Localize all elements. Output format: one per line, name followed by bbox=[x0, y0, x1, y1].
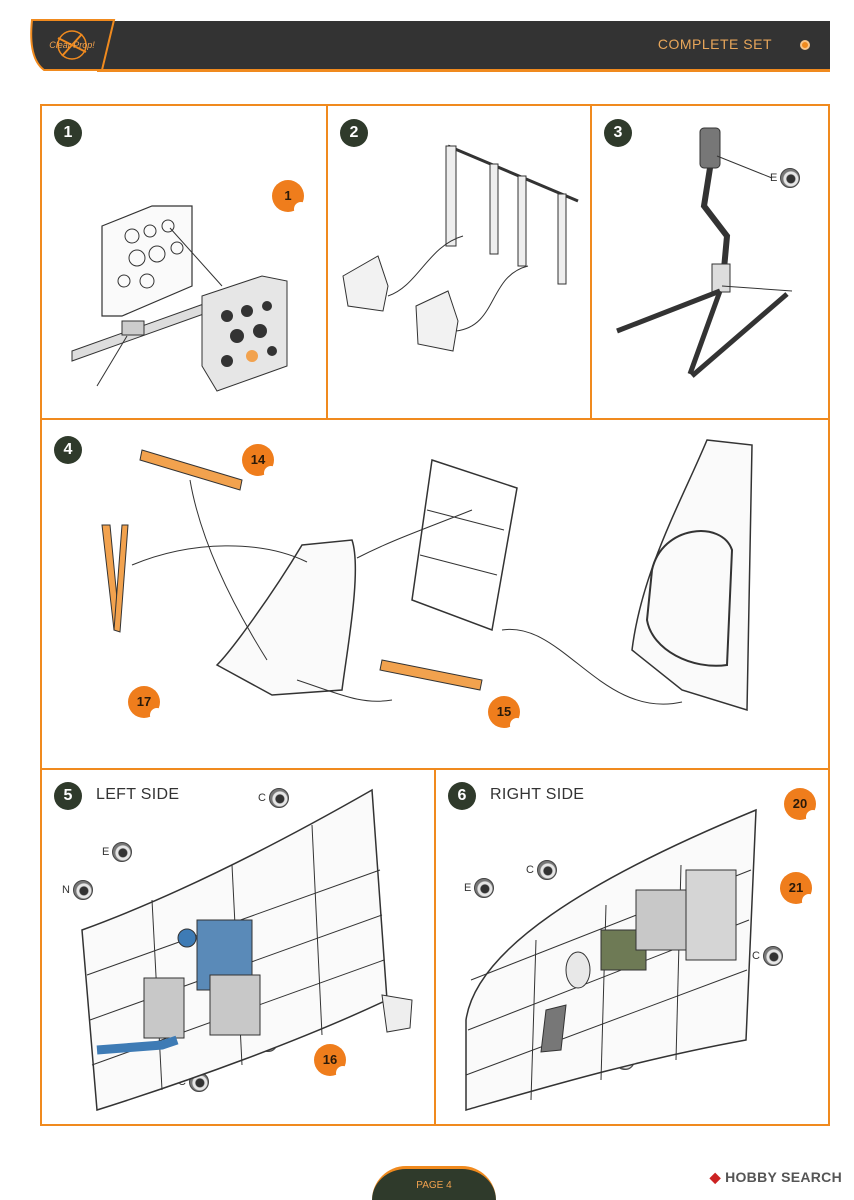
part-callout-e: E bbox=[464, 878, 495, 898]
step-panel-3: 3 E bbox=[590, 104, 830, 420]
step-panel-4: 4 14 17 15 bbox=[40, 418, 830, 770]
step-panel-6: 6 RIGHT SIDE 20 21 C E C J bbox=[434, 768, 830, 1126]
step-title: RIGHT SIDE bbox=[490, 786, 585, 803]
step-title: LEFT SIDE bbox=[96, 786, 180, 803]
decal-badge: 21 bbox=[780, 872, 812, 904]
watermark: ◆ HOBBY SEARCH bbox=[710, 1169, 842, 1186]
page-tab: PAGE 4 bbox=[372, 1166, 496, 1200]
header-bullet-icon bbox=[800, 40, 810, 50]
part-callout-c: C bbox=[258, 788, 289, 808]
part-callout-c: C bbox=[752, 946, 783, 966]
rudder-pedal-drawing bbox=[342, 144, 579, 352]
header-bar: COMPLETE SET Clear Prop! bbox=[22, 18, 830, 72]
step-panel-5: 5 LEFT SIDE C E N C C 16 bbox=[40, 768, 436, 1126]
header-title: COMPLETE SET bbox=[657, 36, 772, 52]
part-callout-e: E bbox=[102, 842, 133, 862]
part-callout-c: C bbox=[526, 860, 557, 880]
hobby-search-logo-icon: ◆ bbox=[709, 1169, 721, 1185]
watermark-text: HOBBY SEARCH bbox=[725, 1169, 842, 1185]
decal-badge: 15 bbox=[488, 696, 520, 728]
decal-badge: 16 bbox=[314, 1044, 346, 1076]
part-callout-n: N bbox=[62, 880, 93, 900]
step-panel-2: 2 bbox=[326, 104, 592, 420]
step-number: 4 bbox=[54, 436, 82, 464]
decal-badge: 17 bbox=[128, 686, 160, 718]
step-number: 6 bbox=[448, 782, 476, 810]
logo-text: Clear Prop! bbox=[49, 40, 95, 50]
header-band: COMPLETE SET bbox=[97, 21, 830, 72]
step-number: 5 bbox=[54, 782, 82, 810]
decal-badge: 20 bbox=[784, 788, 816, 820]
step-number: 3 bbox=[604, 119, 632, 147]
step-number: 2 bbox=[340, 119, 368, 147]
right-sidewall-drawing bbox=[465, 808, 757, 1111]
seat-assembly-drawing bbox=[101, 439, 753, 712]
left-sidewall-drawing bbox=[81, 788, 413, 1111]
instrument-panel-drawing bbox=[71, 205, 288, 392]
step-panel-1: 1 1 bbox=[40, 104, 328, 420]
part-callout-e: E bbox=[770, 168, 801, 188]
decal-badge: 14 bbox=[242, 444, 274, 476]
step-number: 1 bbox=[54, 119, 82, 147]
page-number: PAGE 4 bbox=[416, 1180, 452, 1191]
clear-prop-logo: Clear Prop! bbox=[30, 19, 116, 71]
control-stick-drawing bbox=[616, 127, 793, 378]
decal-badge: 1 bbox=[272, 180, 304, 212]
